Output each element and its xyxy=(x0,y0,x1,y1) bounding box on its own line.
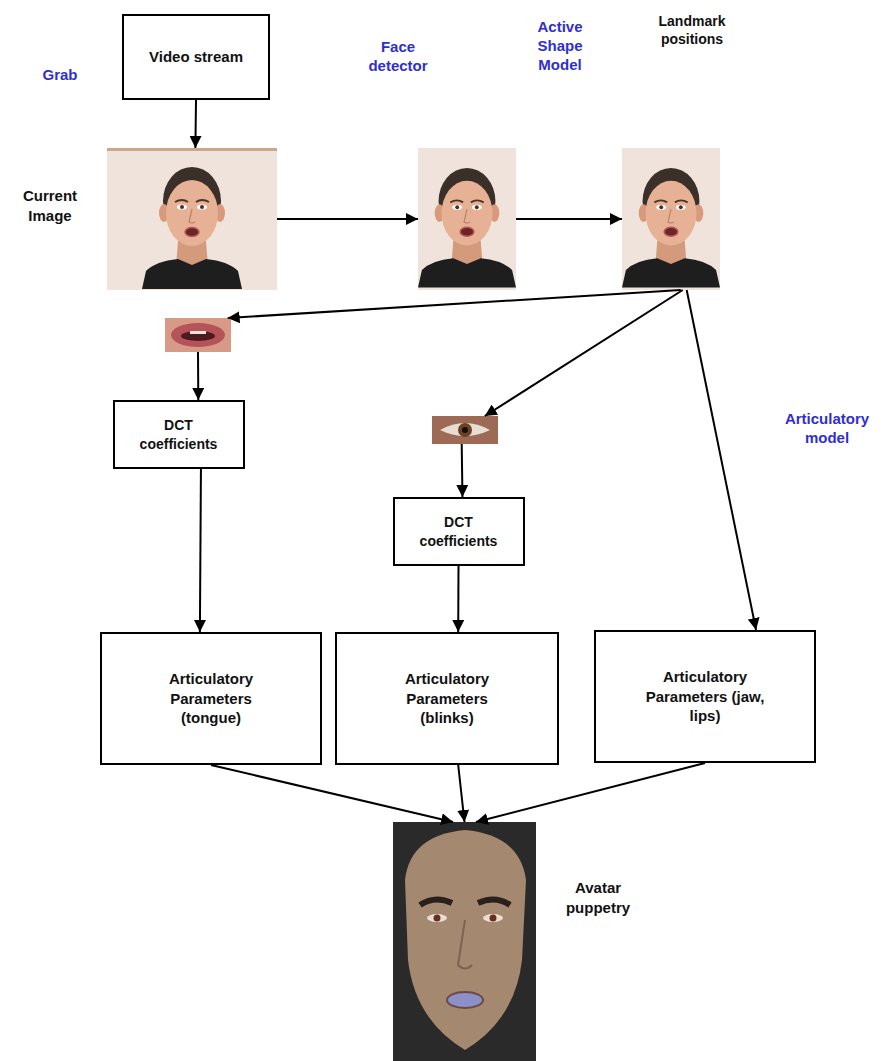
landmark-photo xyxy=(622,148,720,290)
avatar-face xyxy=(405,830,526,1050)
crop-frame xyxy=(165,318,231,352)
photo-background xyxy=(418,148,516,290)
flow-arrow xyxy=(228,290,681,318)
crop-frame xyxy=(432,416,498,444)
flow-arrow xyxy=(200,469,201,632)
flow-arrow xyxy=(458,765,464,822)
step-label: Articulatory model xyxy=(776,410,878,448)
current-image-photo xyxy=(107,148,277,290)
face-figure xyxy=(418,168,516,288)
flow-arrow xyxy=(687,290,756,630)
teeth xyxy=(190,331,206,334)
avatar-frame: Avatar puppetry xyxy=(393,822,536,1061)
avatar-background xyxy=(393,822,536,1061)
flow-arrow xyxy=(485,290,683,416)
flow-arrow xyxy=(194,100,197,148)
flow-arrow xyxy=(277,218,418,220)
output-box: Articulatory Parameters (tongue) xyxy=(100,632,322,765)
iris xyxy=(458,423,472,437)
photo-frame xyxy=(418,148,516,290)
avatar-brow xyxy=(420,899,452,905)
step-label: Grab xyxy=(30,66,90,85)
avatar-brow xyxy=(478,899,510,905)
avatar-iris xyxy=(434,915,441,922)
image-caption: Avatar puppetry xyxy=(553,878,643,917)
lips xyxy=(171,323,225,347)
flow-arrow xyxy=(457,566,459,632)
output-box: Articulatory Parameters (blinks) xyxy=(335,632,559,765)
face-figure xyxy=(142,167,242,289)
flow-arrow xyxy=(211,765,453,822)
avatar-mouth xyxy=(447,992,483,1008)
avatar-eye xyxy=(427,914,447,922)
avatar-nose xyxy=(458,920,472,969)
process-box: DCT coefficients xyxy=(393,497,525,566)
flow-arrow xyxy=(476,763,705,822)
photo-frame: Landmark positions xyxy=(622,148,720,290)
avatar-iris xyxy=(490,915,497,922)
photo-background xyxy=(107,148,277,290)
avatar-eye xyxy=(483,914,503,922)
lip-crop xyxy=(165,318,231,352)
flow-arrow xyxy=(197,352,199,400)
face-figure xyxy=(622,168,720,288)
box-label: DCT coefficients xyxy=(409,513,509,549)
mouth-opening xyxy=(181,331,215,341)
avatar-render xyxy=(393,822,536,1061)
image-caption: Landmark positions xyxy=(642,12,742,48)
photo-band xyxy=(107,148,277,151)
box-label: Video stream xyxy=(149,47,243,67)
step-label: Active Shape Model xyxy=(528,18,592,74)
skin-patch xyxy=(165,318,231,352)
skin-patch xyxy=(432,416,498,444)
face-detector-photo xyxy=(418,148,516,290)
flow-arrow xyxy=(461,444,464,497)
image-caption: Current Image xyxy=(10,186,90,225)
source-box: Video stream xyxy=(122,14,270,100)
output-box: Articulatory Parameters (jaw, lips) xyxy=(594,630,816,763)
photo-frame: Current Image xyxy=(107,148,277,290)
step-label: Face detector xyxy=(360,38,436,76)
box-label: DCT coefficients xyxy=(129,416,229,452)
box-label: Articulatory Parameters (blinks) xyxy=(387,669,507,728)
eye-white xyxy=(440,423,490,436)
box-label: Articulatory Parameters (tongue) xyxy=(151,669,271,728)
box-label: Articulatory Parameters (jaw, lips) xyxy=(645,667,765,726)
flow-arrow xyxy=(516,218,622,220)
photo-background xyxy=(622,148,720,290)
eye-crop xyxy=(432,416,498,444)
process-box: DCT coefficients xyxy=(113,400,245,469)
pupil xyxy=(462,427,468,433)
